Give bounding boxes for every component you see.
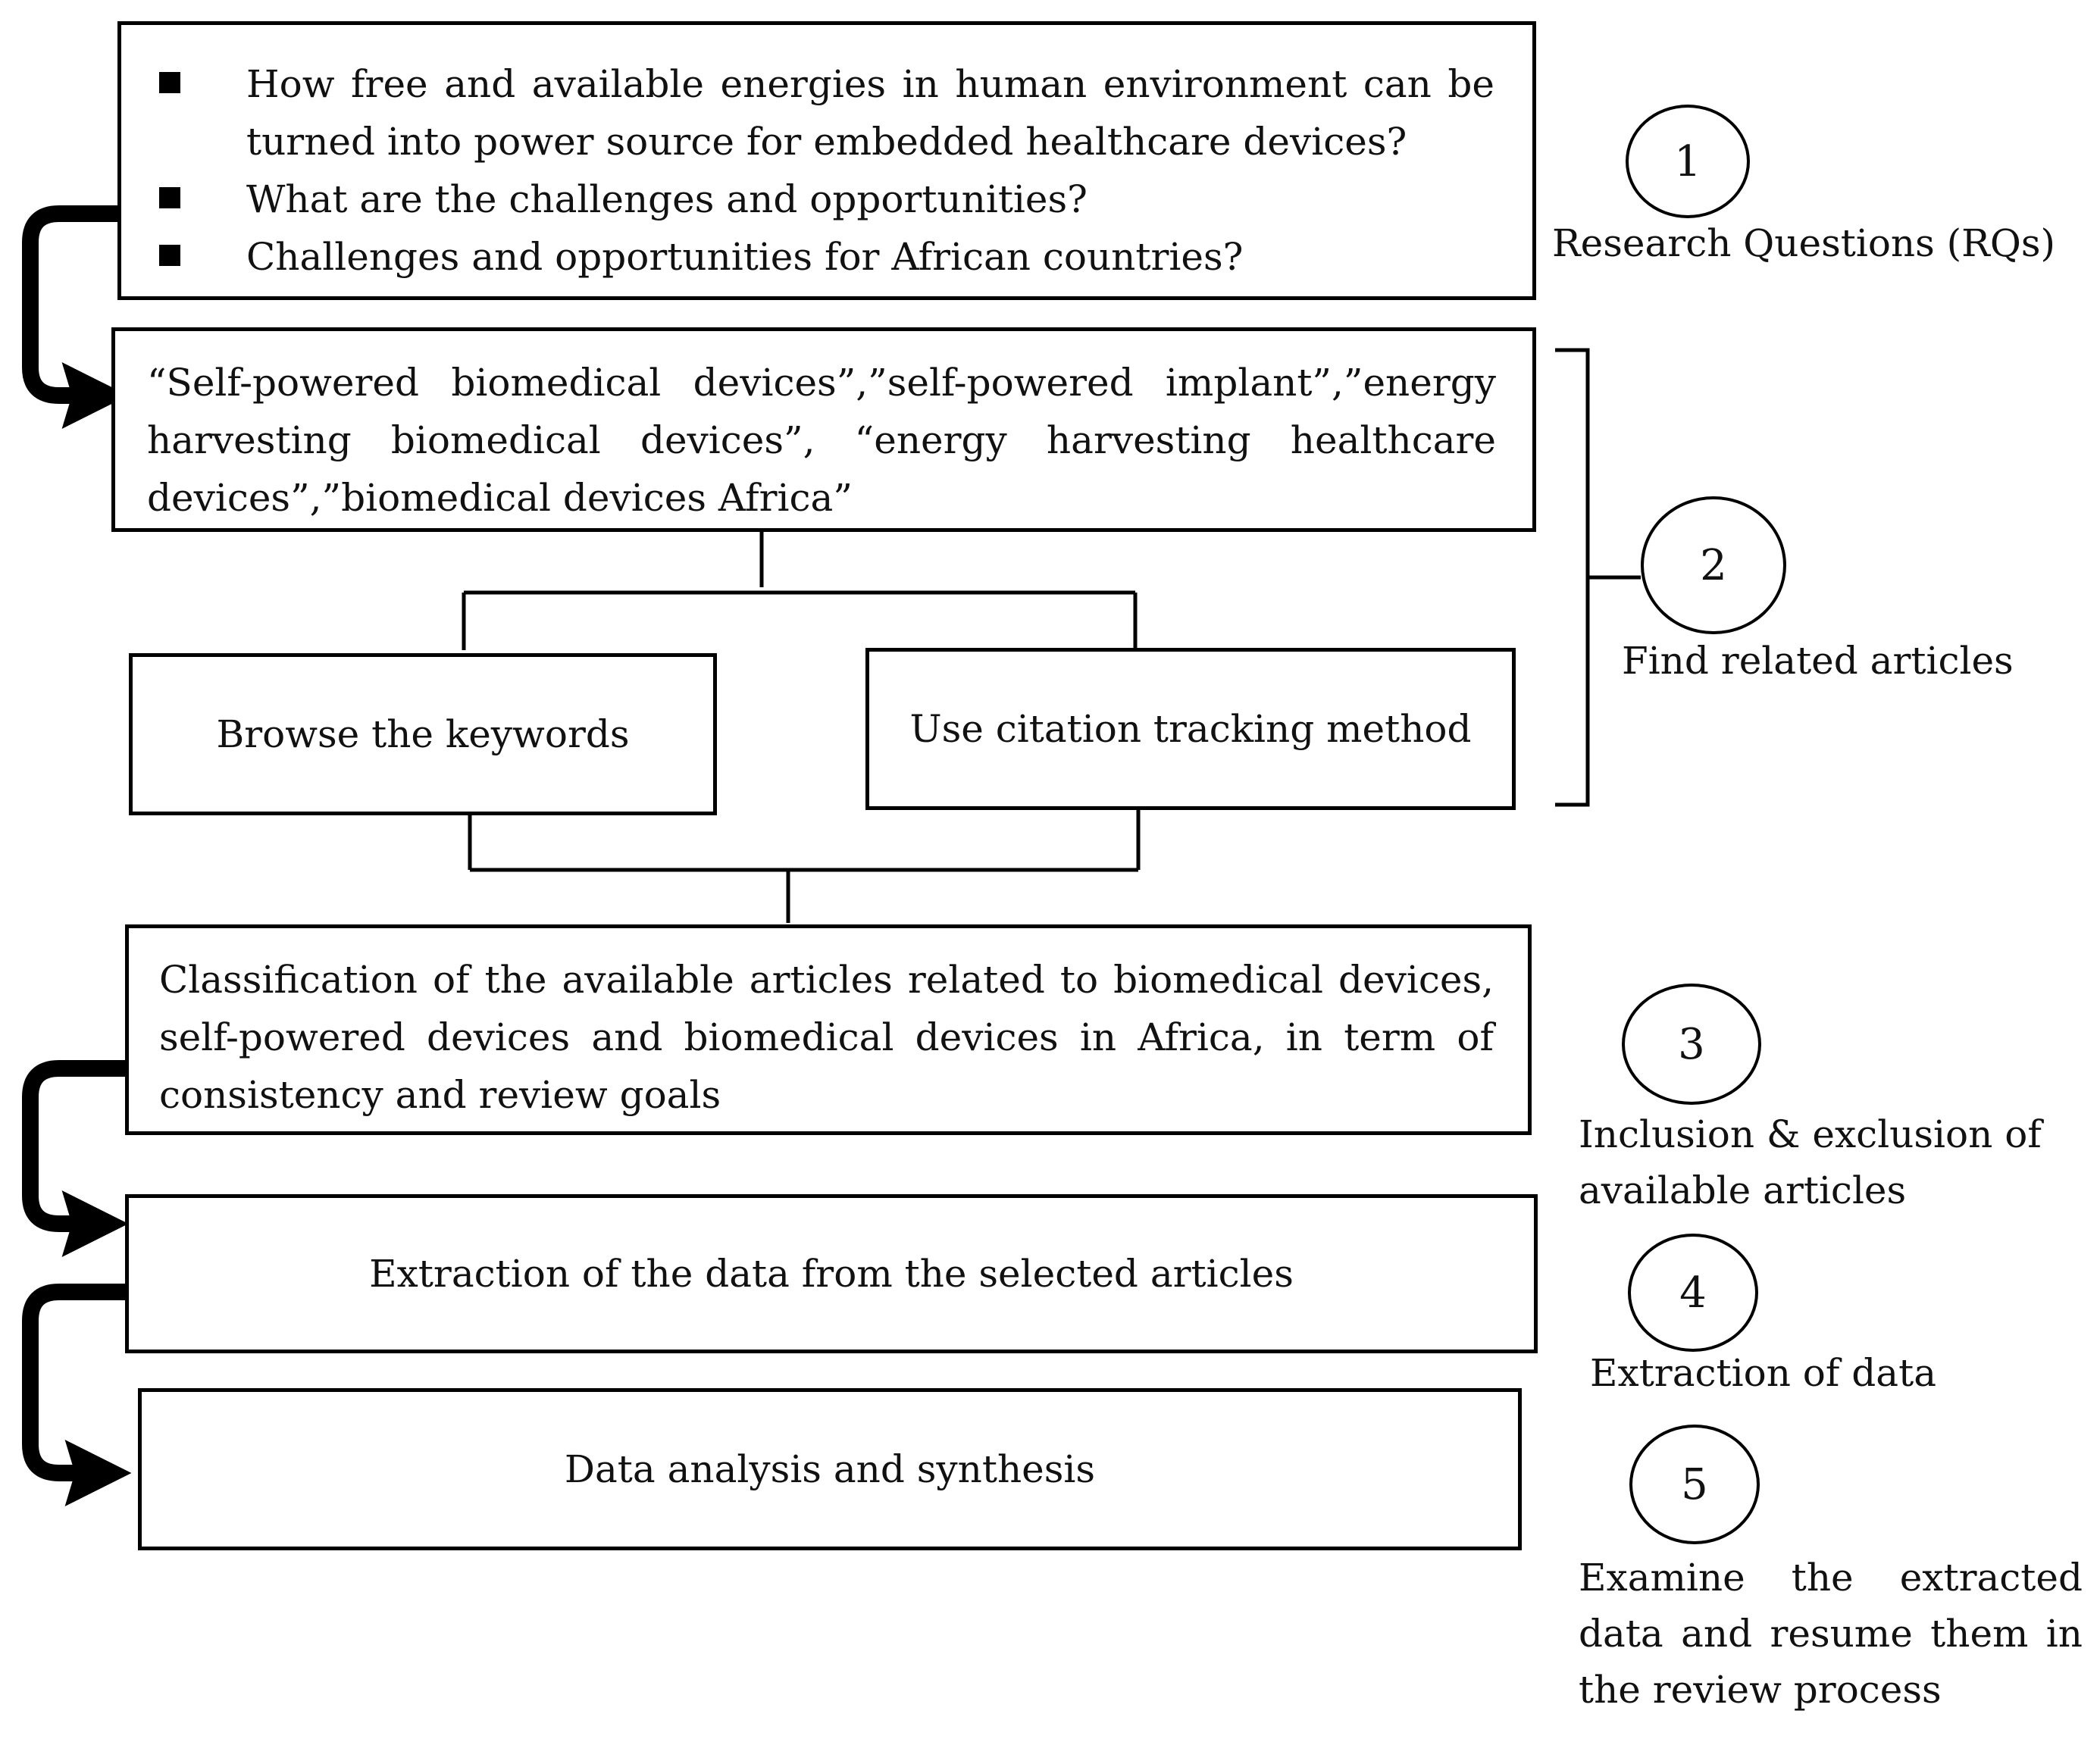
step-5-number: 5 [1681, 1459, 1708, 1509]
step-2-number: 2 [1700, 540, 1727, 590]
step-1-number: 1 [1674, 136, 1701, 186]
keywords-text: “Self-powered biomedical devices”,”self-… [147, 361, 1496, 520]
bullet-square-icon [159, 187, 180, 208]
research-question-item: How free and available energies in human… [121, 55, 1494, 170]
arrow-classification-to-extraction [22, 1060, 129, 1257]
step-3-number: 3 [1678, 1019, 1705, 1069]
arrow-rq-to-keywords [22, 205, 129, 429]
step-2-label: Find related articles [1622, 639, 2014, 683]
split-connector [462, 530, 1138, 650]
research-question-item: What are the challenges and opportunitie… [121, 170, 1494, 228]
arrow-extraction-to-analysis [22, 1284, 132, 1506]
extraction-label: Extraction of the data from the selected… [369, 1252, 1294, 1296]
citation-tracking-box: Use citation tracking method [865, 648, 1516, 810]
step-4-label: Extraction of data [1590, 1351, 1937, 1395]
step-5-label: Examine the extracted data and resume th… [1579, 1556, 2083, 1712]
analysis-box: Data analysis and synthesis [138, 1388, 1522, 1550]
research-question-item: Challenges and opportunities for African… [121, 228, 1494, 286]
step-4-circle: 4 [1628, 1234, 1758, 1352]
step-5-circle: 5 [1629, 1425, 1760, 1544]
citation-tracking-label: Use citation tracking method [909, 707, 1472, 751]
keywords-box: “Self-powered biomedical devices”,”self-… [111, 327, 1536, 532]
step-2-circle: 2 [1641, 496, 1786, 634]
research-questions-list: How free and available energies in human… [121, 55, 1494, 286]
bullet-square-icon [159, 245, 180, 266]
step2-bracket [1555, 348, 1641, 807]
classification-text: Classification of the available articles… [159, 958, 1494, 1117]
analysis-label: Data analysis and synthesis [564, 1447, 1096, 1491]
bullet-square-icon [159, 72, 180, 93]
step-4-number: 4 [1679, 1268, 1707, 1318]
extraction-box: Extraction of the data from the selected… [125, 1194, 1538, 1353]
step-1-label: Research Questions (RQs) [1552, 221, 2055, 265]
research-questions-box: How free and available energies in human… [117, 21, 1536, 300]
browse-keywords-label: Browse the keywords [216, 712, 630, 756]
merge-connector [468, 809, 1141, 923]
classification-box: Classification of the available articles… [125, 924, 1532, 1135]
step-3-label: Inclusion & exclusion of available artic… [1579, 1112, 2042, 1212]
step-1-circle: 1 [1626, 105, 1750, 218]
step-3-circle: 3 [1622, 984, 1761, 1105]
browse-keywords-box: Browse the keywords [129, 653, 717, 815]
